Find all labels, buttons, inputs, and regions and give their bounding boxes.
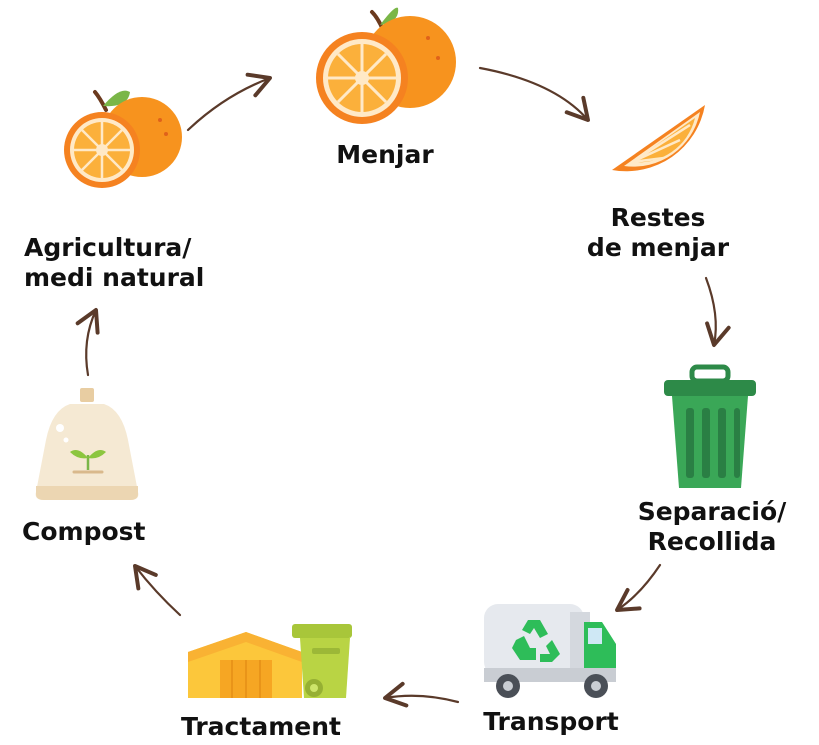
treatment-plant-icon (188, 624, 352, 698)
arrow-separacio-to-transport (615, 563, 662, 612)
stage-label-line: Restes (610, 203, 706, 232)
arrow-restes-to-separacio (704, 276, 731, 347)
stage-label-agricultura: Agricultura/ medi natural (24, 233, 254, 293)
stage-label-transport: Transport (458, 707, 644, 737)
stage-label-compost: Compost (22, 517, 182, 547)
orange-icon (64, 90, 182, 188)
orange-icon (316, 7, 456, 124)
cycle-arrows (75, 66, 731, 708)
compost-bag-icon (35, 388, 139, 500)
stage-label-line: Recollida (647, 527, 777, 556)
recycling-truck-icon (484, 604, 616, 698)
orange-slice-icon (612, 105, 705, 172)
stage-label-line: Compost (22, 517, 146, 546)
arrow-tractament-to-compost (133, 564, 182, 617)
stage-label-separacio: Separació/ Recollida (612, 497, 812, 557)
trash-bin-icon (664, 364, 756, 488)
arrow-compost-to-agricultura (75, 308, 100, 377)
stage-label-restes: Restes de menjar (568, 203, 748, 263)
stage-label-line: Separació/ (637, 497, 787, 526)
stage-label-line: Transport (483, 707, 619, 736)
stage-label-line: de menjar (586, 233, 730, 262)
stage-label-line: Agricultura/ (24, 233, 192, 262)
stage-label-line: medi natural (24, 263, 205, 292)
stage-label-line: Tractament (181, 712, 341, 741)
arrow-agricultura-to-menjar (186, 72, 272, 132)
stage-label-line: Menjar (336, 140, 434, 169)
arrow-transport-to-tractament (383, 681, 460, 708)
stage-label-menjar: Menjar (322, 140, 448, 170)
arrow-menjar-to-restes (478, 66, 590, 122)
stage-label-tractament: Tractament (155, 712, 367, 742)
